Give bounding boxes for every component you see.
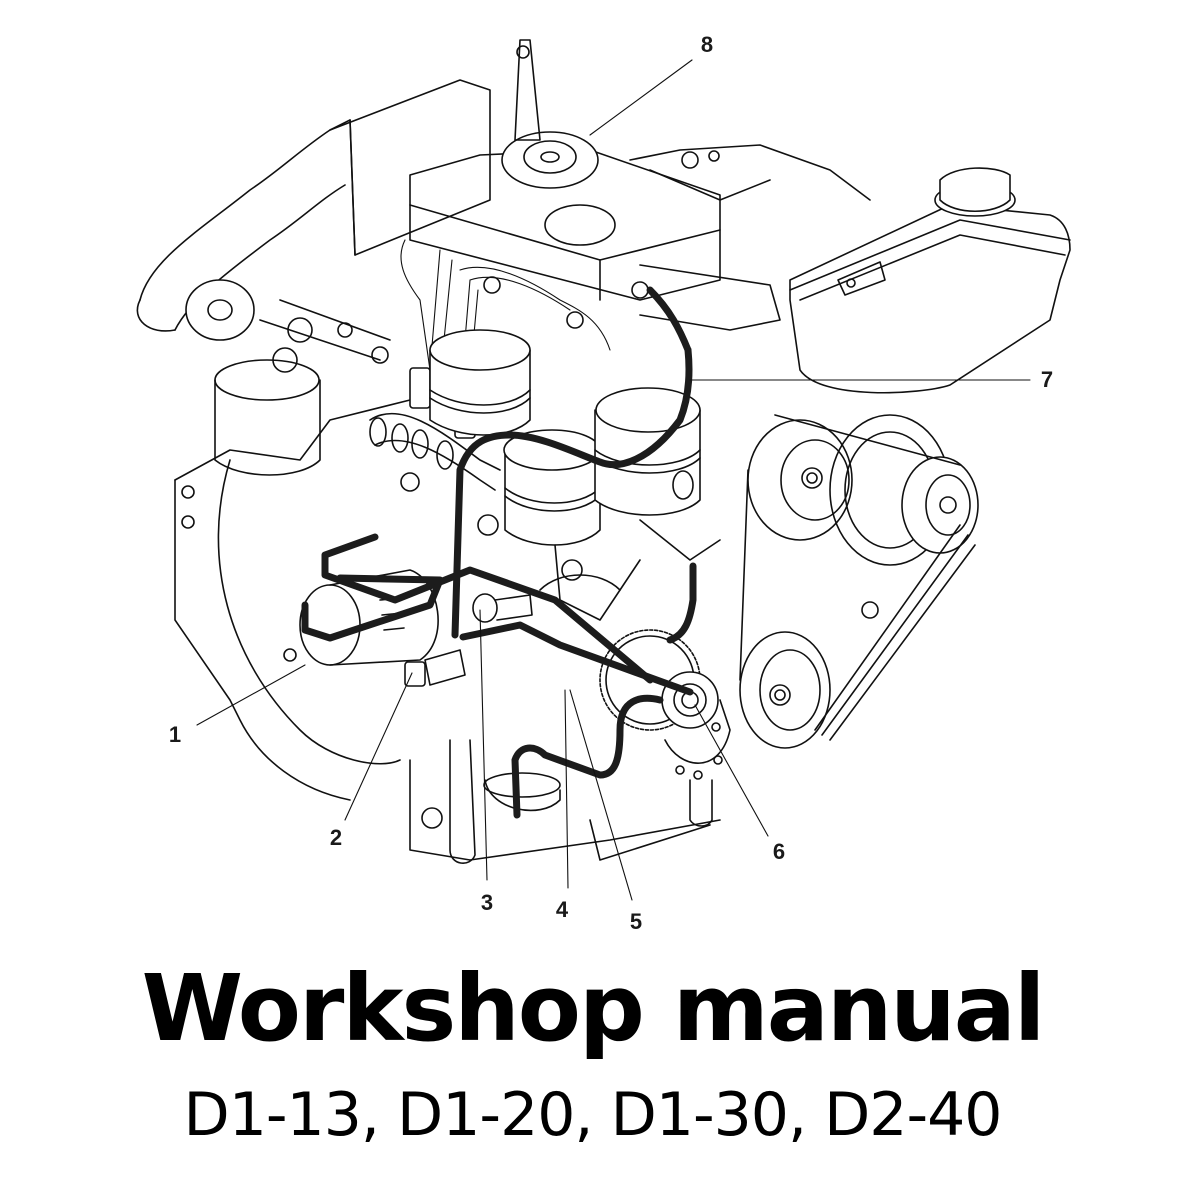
coolant-tank (789, 167, 1071, 394)
callout-8: 8 (700, 32, 714, 57)
engine-illustration (136, 39, 1071, 901)
cylinder-head (409, 39, 871, 331)
oil-pickup (483, 772, 561, 812)
callout-2: 2 (329, 825, 343, 850)
callout-6: 6 (772, 839, 786, 864)
camshaft (369, 412, 501, 491)
belt-drive (739, 414, 979, 749)
crankshaft (400, 472, 721, 621)
oil-lines (301, 286, 697, 819)
callout-1: 1 (168, 722, 182, 747)
model-list: D1-13, D1-20, D1-30, D2-40 (183, 1080, 1003, 1150)
fuel-filter (185, 279, 391, 476)
callout-4: 4 (555, 897, 569, 922)
callout-7: 7 (1040, 367, 1054, 392)
callout-3: 3 (480, 890, 494, 915)
oil-pressure-sensor (404, 593, 533, 687)
callout-5: 5 (629, 909, 643, 934)
callout-leaders (196, 59, 1031, 901)
air-intake-hose (136, 79, 491, 332)
oil-filter (299, 569, 439, 666)
pistons (429, 329, 701, 546)
engine-block (174, 399, 721, 864)
document-title: Workshop manual (141, 955, 1046, 1062)
